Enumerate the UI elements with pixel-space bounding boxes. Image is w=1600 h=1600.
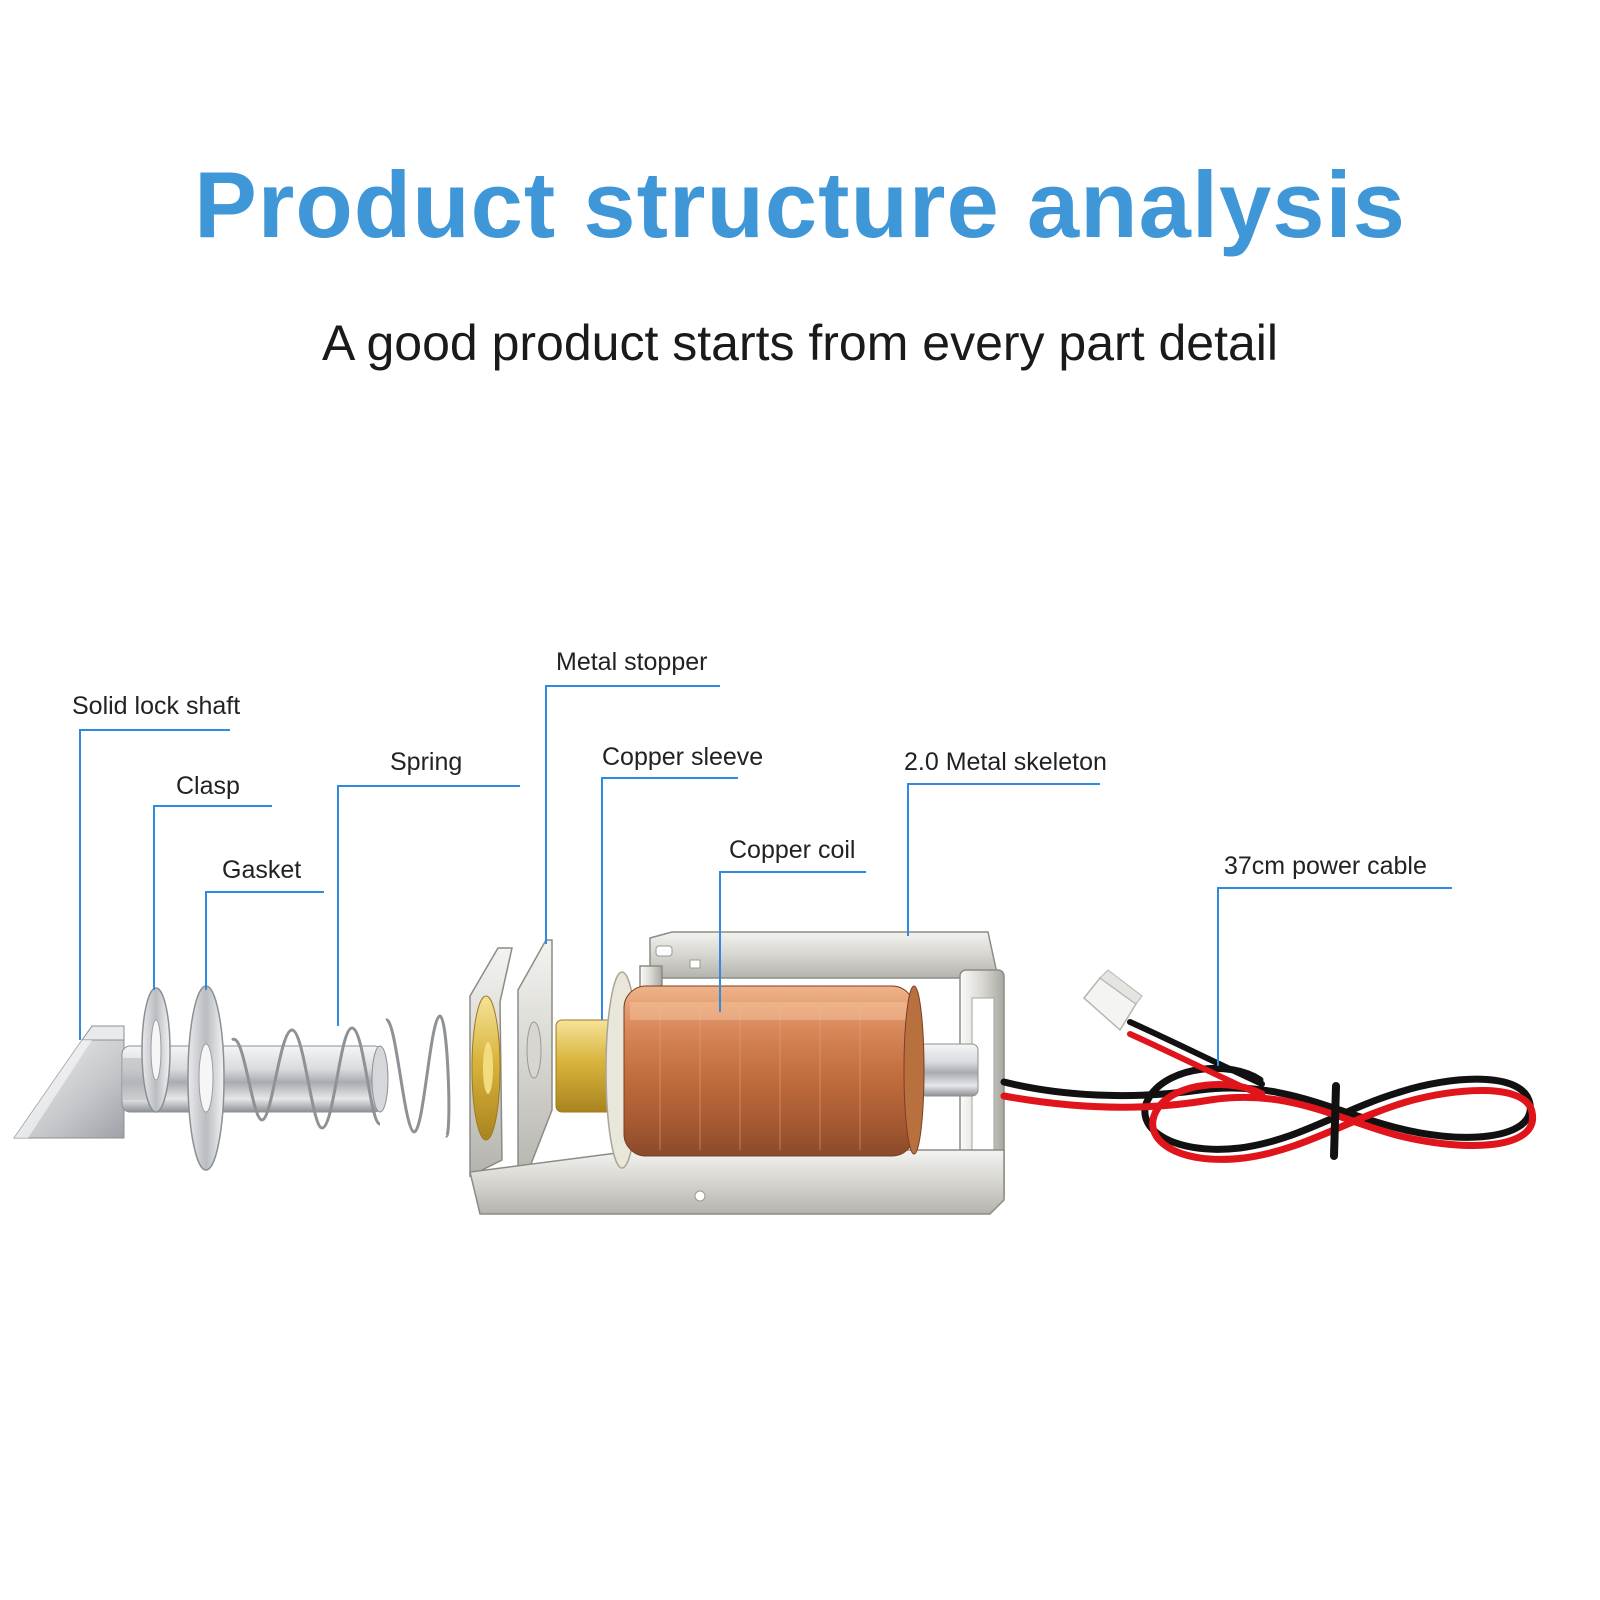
label-copper-sleeve: Copper sleeve [602, 743, 764, 771]
copper-coil-part [623, 985, 925, 1157]
label-metal-skeleton: 2.0 Metal skeleton [904, 748, 1107, 776]
label-gasket: Gasket [222, 856, 302, 884]
leader-clasp [153, 805, 272, 990]
label-solid-lock-shaft: Solid lock shaft [72, 692, 241, 720]
clasp-part [141, 987, 171, 1113]
page-subtitle: A good product starts from every part de… [321, 315, 1279, 371]
leader-metal-skeleton [907, 783, 1100, 936]
spring-part [231, 1014, 451, 1138]
leader-solid-lock-shaft [79, 729, 230, 1040]
label-power-cable: 37cm power cable [1224, 852, 1427, 880]
leader-gasket [205, 891, 324, 990]
gasket-part [187, 985, 225, 1171]
power-cable-part [1000, 1019, 1536, 1163]
leader-copper-sleeve [601, 777, 738, 1020]
label-clasp: Clasp [176, 772, 240, 800]
metal-stopper-part [469, 939, 553, 1183]
leader-copper-coil [719, 871, 866, 1012]
leader-lines [79, 685, 1452, 1066]
label-spring: Spring [390, 748, 463, 776]
leader-spring [337, 785, 520, 1026]
connector-plug [1082, 969, 1143, 1032]
label-metal-stopper: Metal stopper [556, 648, 708, 676]
leader-metal-stopper [545, 685, 720, 944]
label-copper-coil: Copper coil [729, 836, 856, 864]
page-title: Product structure analysis [194, 152, 1406, 257]
leader-power-cable [1217, 887, 1452, 1066]
